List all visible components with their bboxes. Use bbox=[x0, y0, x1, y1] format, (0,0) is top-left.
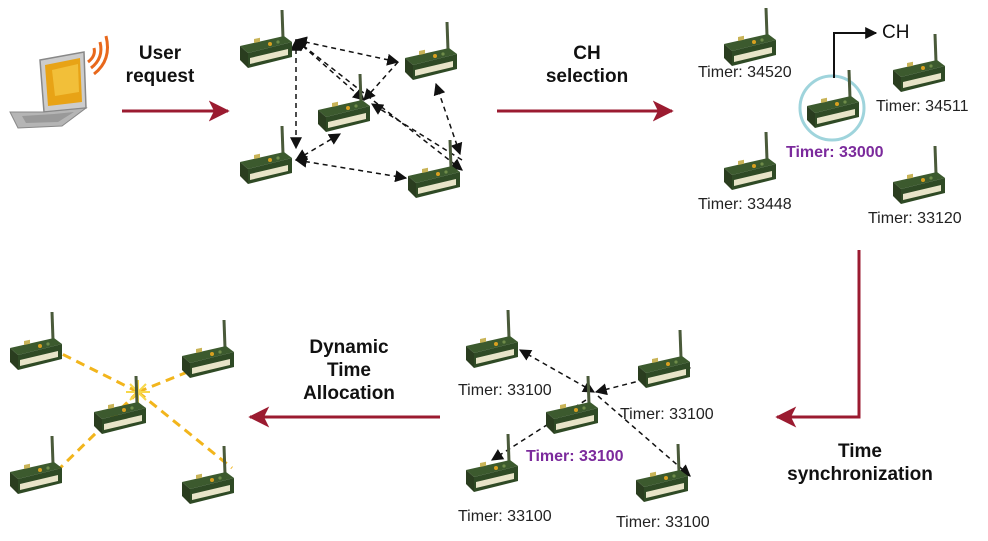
wireless-signal-icon bbox=[87, 35, 109, 76]
step-label-time-sync: Time synchronization bbox=[787, 441, 933, 485]
sensor-node bbox=[8, 310, 64, 372]
sensor-node bbox=[634, 442, 690, 504]
sensor-node bbox=[722, 6, 778, 68]
synced-timer-label: Timer: 33100 bbox=[526, 448, 624, 465]
sensor-node bbox=[722, 130, 778, 192]
timer-label: Timer: 33448 bbox=[698, 196, 792, 213]
step-label-ch-selection: CH selection bbox=[545, 43, 629, 87]
sensor-node bbox=[180, 444, 236, 506]
timer-label: Timer: 33120 bbox=[868, 210, 962, 227]
cluster-head-highlight bbox=[798, 74, 866, 142]
arrow-time-sync bbox=[775, 250, 861, 428]
cluster-head-node bbox=[805, 68, 861, 130]
sensor-node bbox=[8, 434, 64, 496]
sensor-node bbox=[891, 144, 947, 206]
discovery-links bbox=[290, 36, 463, 183]
laptop-icon bbox=[9, 51, 88, 129]
sensor-node bbox=[464, 308, 520, 370]
step-label-user-request: User request bbox=[125, 43, 195, 87]
timer-label: Timer: 33100 bbox=[620, 406, 714, 423]
sensor-node bbox=[544, 374, 600, 436]
sensor-node bbox=[238, 124, 294, 186]
sensor-node bbox=[636, 328, 692, 390]
ch-pointer-arrow bbox=[833, 27, 878, 78]
timer-label: Timer: 33100 bbox=[616, 514, 710, 531]
timer-label: Timer: 33100 bbox=[458, 382, 552, 399]
sensor-node bbox=[464, 432, 520, 494]
sensor-node bbox=[238, 8, 294, 70]
timer-label: Timer: 34511 bbox=[876, 98, 969, 115]
cluster-head-timer-label: Timer: 33000 bbox=[786, 144, 884, 161]
sensor-node bbox=[403, 20, 459, 82]
timer-label: Timer: 34520 bbox=[698, 64, 792, 81]
ch-marker-label: CH bbox=[882, 22, 910, 43]
step-label-dynamic-allocation: Dynamic Time Allocation bbox=[303, 337, 395, 404]
timer-label: Timer: 33100 bbox=[458, 508, 552, 525]
sensor-node bbox=[180, 318, 236, 380]
